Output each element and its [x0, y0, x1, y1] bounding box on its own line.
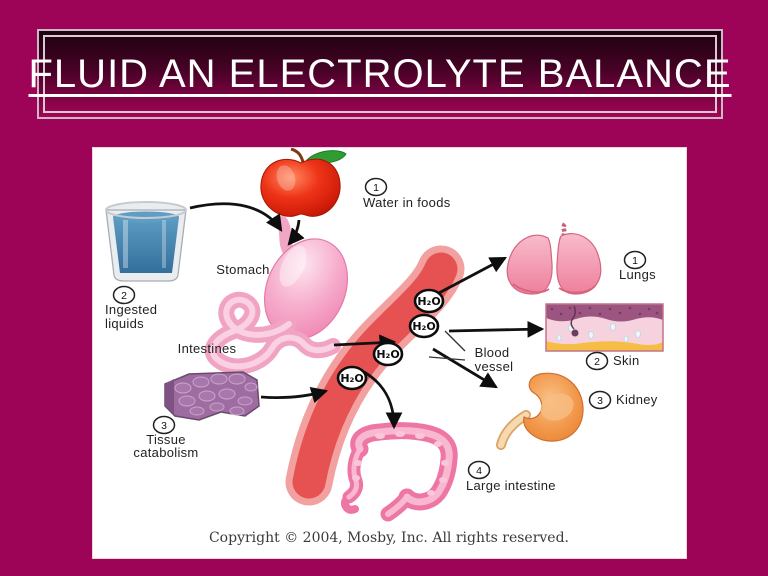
kidney-num: 3 — [597, 395, 603, 407]
large-intestine-text: Large intestine — [466, 478, 556, 493]
skin-label: 2 Skin — [585, 351, 640, 371]
h2o-text: H₂O — [376, 348, 399, 361]
apple-icon — [260, 147, 347, 217]
h2o-text: H₂O — [412, 320, 435, 333]
blood-vessel-leader-line — [428, 356, 466, 361]
kidney-label: 3 Kidney — [588, 390, 658, 410]
ingested-liquids-text-1: Ingested — [105, 302, 157, 317]
copyright-text: Copyright © 2004, Mosby, Inc. All rights… — [209, 530, 569, 546]
lungs-label: 1 Lungs — [619, 250, 656, 282]
h2o-text: H₂O — [417, 295, 440, 308]
arrow-vessel-to-large-intestine — [363, 370, 403, 430]
tissue-catabolism-text-1: Tissue — [146, 432, 186, 447]
arrow-vessel-to-skin — [448, 320, 545, 338]
arrow-glass-to-stomach — [189, 202, 283, 232]
large-intestine-num: 4 — [476, 465, 482, 477]
title-banner: FLUID AN ELECTROLYTE BALANCE — [29, 29, 731, 119]
ingested-liquids-num: 2 — [121, 290, 127, 302]
lungs-num: 1 — [632, 255, 638, 267]
h2o-badge-4: H₂O — [336, 365, 368, 391]
blood-vessel-leader-line — [444, 330, 466, 352]
intestines-icon — [204, 291, 341, 375]
h2o-badge-2: H₂O — [408, 313, 440, 339]
stomach-label: Stomach — [216, 262, 269, 277]
stomach-icon — [263, 216, 349, 340]
apple-stem — [290, 147, 305, 163]
water-in-foods-num: 1 — [373, 182, 379, 194]
arrow-apple-to-stomach — [287, 219, 305, 246]
arrow-vessel-to-lungs — [436, 256, 507, 296]
tissue-catabolism-text-2: catabolism — [133, 445, 198, 460]
skin-num: 2 — [594, 356, 600, 368]
glass-icon — [105, 201, 187, 282]
kidney-icon — [496, 372, 584, 450]
h2o-badge-1: H₂O — [413, 288, 445, 314]
intestines-label: Intestines — [178, 341, 237, 356]
large-intestine-label: 4 Large intestine — [466, 460, 556, 493]
arrow-tissue-to-vessel — [260, 387, 329, 404]
title-banner-inner: FLUID AN ELECTROLYTE BALANCE — [29, 35, 731, 113]
tissue-catabolism-label: 3 Tissue catabolism — [133, 415, 198, 460]
blood-vessel-text-1: Blood — [475, 345, 510, 360]
tissue-icon — [164, 371, 260, 421]
slide-title: FLUID AN ELECTROLYTE BALANCE — [28, 51, 732, 96]
h2o-badge-3: H₂O — [372, 341, 404, 367]
sweat-gland — [570, 305, 576, 330]
skin-text: Skin — [613, 353, 640, 368]
skin-icon — [545, 303, 664, 352]
lungs-text: Lungs — [619, 267, 656, 282]
h2o-text: H₂O — [340, 372, 363, 385]
water-in-foods-text: Water in foods — [363, 195, 451, 210]
fluid-balance-diagram: H₂O H₂O H₂O H₂O 1 Water in foods 2 Inges… — [105, 147, 664, 546]
diagram-panel: H₂O H₂O H₂O H₂O 1 Water in foods 2 Inges… — [92, 147, 687, 559]
arrow-vessel-to-kidney — [432, 347, 498, 389]
water-in-foods-label: 1 Water in foods — [363, 177, 451, 210]
kidney-text: Kidney — [616, 392, 658, 407]
tissue-catabolism-num: 3 — [161, 420, 167, 432]
large-intestine-icon — [340, 422, 458, 522]
blood-vessel-label: Blood vessel — [475, 345, 514, 374]
blood-vessel-text-2: vessel — [475, 359, 514, 374]
lungs-icon — [506, 222, 602, 295]
ingested-liquids-text-2: liquids — [105, 316, 144, 331]
ingested-liquids-label: 2 Ingested liquids — [105, 285, 157, 331]
